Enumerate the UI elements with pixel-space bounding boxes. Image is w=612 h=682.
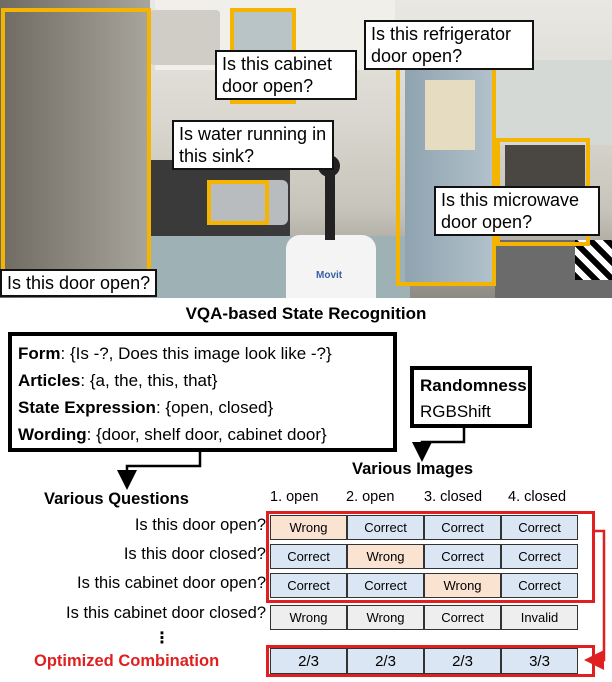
result-cell: Correct (501, 573, 578, 598)
question-label-microwave: Is this microwave door open? (434, 186, 600, 236)
sink-highlight (207, 180, 269, 225)
sink (208, 180, 288, 225)
row-question-3: Is this cabinet door open? (77, 574, 266, 592)
row-question-1: Is this door open? (134, 516, 266, 534)
column-header-4: 4. closed (508, 489, 567, 505)
section-title: VQA-based State Recognition (185, 304, 427, 323)
ellipsis: ⋮ (154, 630, 170, 647)
result-cell: Wrong (270, 515, 347, 540)
various-images-label: Various Images (352, 460, 474, 478)
result-cell: Correct (424, 544, 501, 569)
optimized-row-highlight (266, 645, 595, 677)
optimized-value: 3/3 (501, 648, 578, 674)
result-cell: Wrong (424, 573, 501, 598)
question-label-sink-text: Is water running in this sink? (179, 124, 327, 166)
result-cell: Correct (501, 515, 578, 540)
result-cell: Correct (501, 544, 578, 569)
optimized-value: 2/3 (347, 648, 424, 674)
parameter-box: Form: {Is -?, Does this image look like … (8, 332, 397, 452)
randomness-box: Randomness: RGBShift (410, 366, 532, 428)
result-cell: Wrong (347, 544, 424, 569)
result-cell: Correct (270, 573, 347, 598)
microwave (505, 145, 585, 190)
question-label-refrigerator-text: Is this refrigerator door open? (371, 24, 512, 66)
question-label-door: Is this door open? (0, 269, 158, 297)
question-label-cabinet: Is this cabinet door open? (215, 50, 357, 100)
robot-arm (325, 165, 335, 240)
result-cell: Correct (424, 605, 501, 630)
robot-logo-text: Movit (316, 270, 343, 281)
range-hood (150, 10, 220, 65)
column-header-3: 3. closed (424, 489, 483, 505)
result-cell: Correct (270, 544, 347, 569)
shelf-unit (495, 60, 612, 145)
column-header-1: 1. open (270, 489, 319, 505)
question-label-cabinet-text: Is this cabinet door open? (222, 54, 333, 96)
selected-rows-highlight (266, 511, 595, 603)
randomness-key: Randomness: (420, 376, 532, 395)
result-cell: Invalid (501, 605, 578, 630)
param-form: Form: {Is -?, Does this image look like … (18, 344, 332, 363)
result-cell: Correct (424, 515, 501, 540)
column-header-2: 2. open (346, 489, 395, 505)
robot-base (286, 235, 376, 298)
optimized-combination-label: Optimized Combination (34, 652, 220, 670)
result-cell: Wrong (347, 605, 424, 630)
question-label-sink: Is water running in this sink? (172, 120, 334, 170)
randomness-arrow (412, 428, 466, 462)
optimized-value: 2/3 (270, 648, 347, 674)
result-cell: Wrong (270, 605, 347, 630)
left-door (0, 0, 150, 298)
param-wording: Wording: {door, shelf door, cabinet door… (18, 425, 327, 444)
question-label-microwave-text: Is this microwave door open? (441, 190, 580, 232)
optimized-value: 2/3 (424, 648, 501, 674)
question-label-refrigerator: Is this refrigerator door open? (364, 20, 534, 70)
params-arrow (117, 452, 202, 490)
checkerboard (575, 240, 612, 280)
row-question-2: Is this door closed? (123, 545, 266, 563)
kitchen-photo: Movit Is this cabinet door open? Is this… (0, 0, 612, 298)
param-articles: Articles: {a, the, this, that} (18, 371, 218, 390)
randomness-value: RGBShift (420, 402, 491, 421)
row-question-4: Is this cabinet door closed? (66, 604, 266, 622)
result-cell: Correct (347, 573, 424, 598)
result-cell: Correct (347, 515, 424, 540)
optimize-arrow (584, 529, 606, 670)
param-state-expression: State Expression: {open, closed} (18, 398, 274, 417)
calendar (425, 80, 475, 150)
various-questions-label: Various Questions (44, 490, 189, 508)
